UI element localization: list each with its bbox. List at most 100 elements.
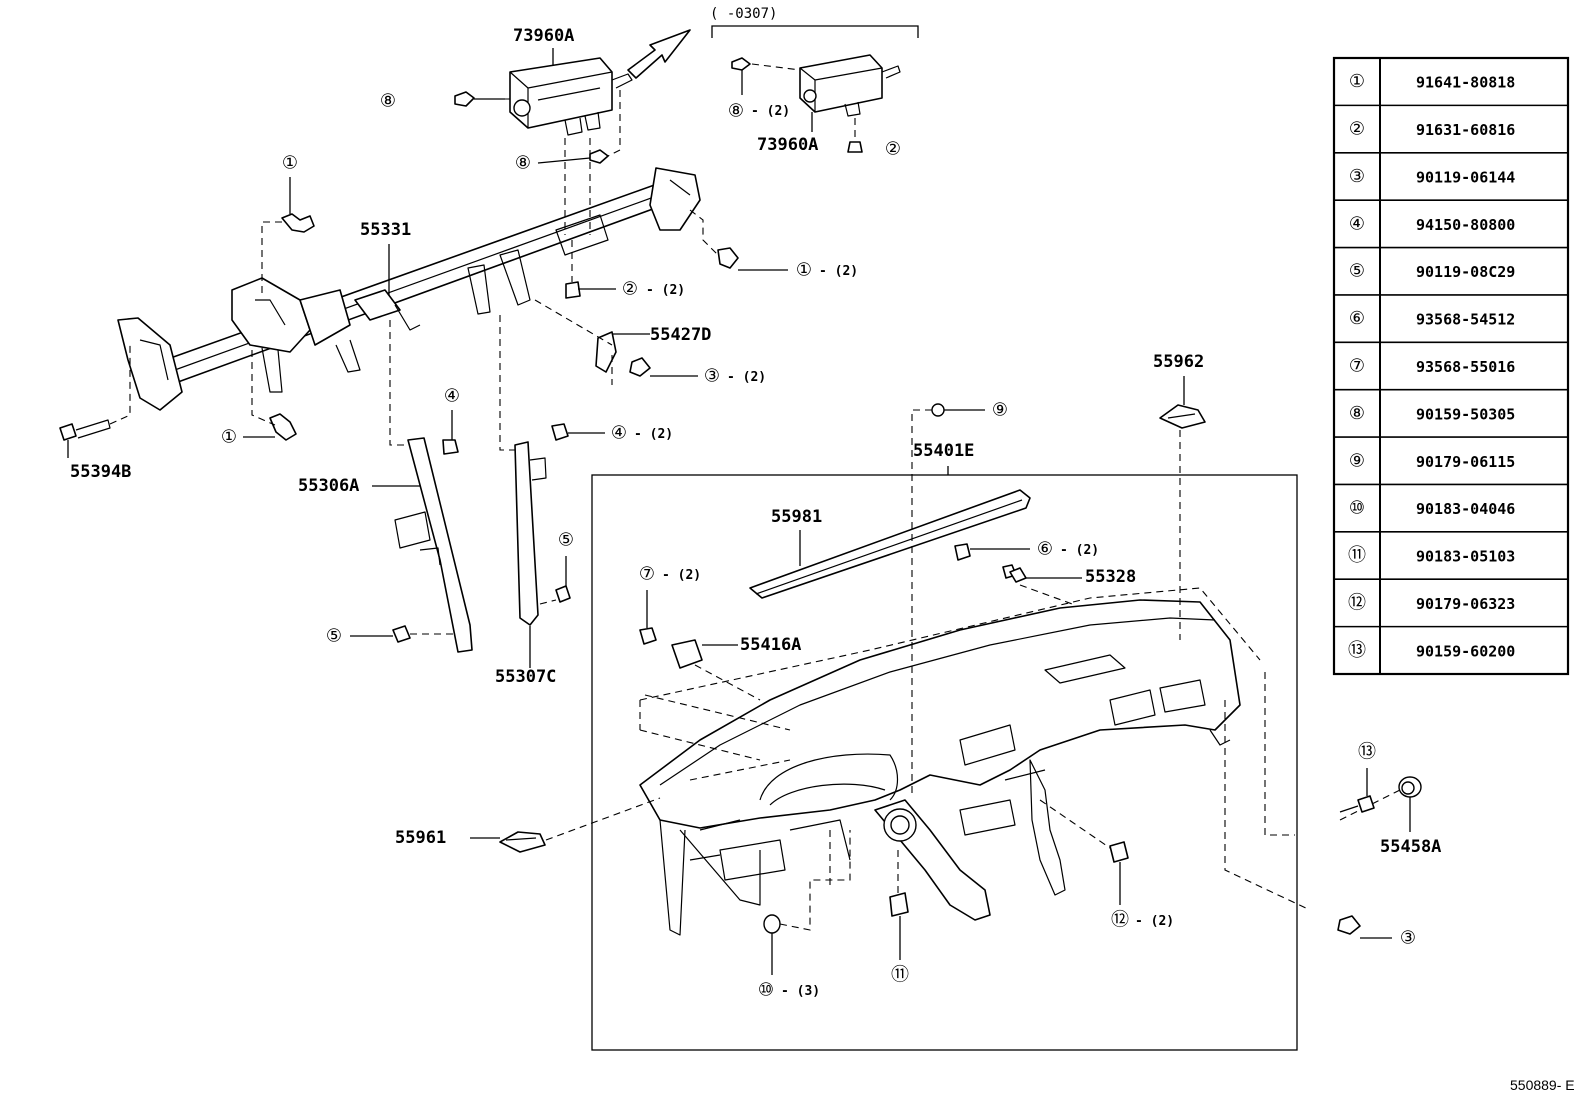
parts-table-no: ⑦ bbox=[1349, 356, 1365, 377]
callout-1-top: ① bbox=[282, 153, 298, 174]
callout-13: ⑬ bbox=[1358, 742, 1376, 763]
parts-table-no: ⑪ bbox=[1348, 545, 1366, 566]
callout-8-top: ⑧ bbox=[380, 91, 396, 112]
parts-table-part-number: 90159-60200 bbox=[1416, 642, 1515, 660]
instrument-panel-55401E bbox=[639, 599, 1241, 936]
part-label-55328: 55328 bbox=[1085, 567, 1136, 587]
parts-table-row: ⑫ 90179-06323 bbox=[1348, 592, 1515, 613]
parts-table-part-number: 90183-05103 bbox=[1416, 548, 1515, 566]
parts-table-part-number: 90159-50305 bbox=[1416, 405, 1515, 423]
parts-table-row: ① 91641-80818 bbox=[1349, 71, 1515, 92]
part-label-73960A-top: 73960A bbox=[513, 26, 574, 46]
callout-12: ⑫ bbox=[1111, 910, 1129, 931]
callout-5-right: ⑤ bbox=[558, 530, 574, 551]
parts-table-no: ④ bbox=[1349, 213, 1365, 234]
parts-table-no: ⑨ bbox=[1349, 450, 1365, 471]
part-label-55416A: 55416A bbox=[740, 635, 801, 655]
part-label-55981: 55981 bbox=[771, 507, 822, 527]
instrument-panel-reinforcement bbox=[117, 167, 701, 411]
qty-2-tube: - (2) bbox=[646, 283, 685, 298]
parts-table-no: ⑤ bbox=[1349, 261, 1365, 282]
callout-6: ⑥ bbox=[1037, 539, 1053, 560]
parts-table-part-number: 90119-08C29 bbox=[1416, 263, 1515, 281]
qty-3-upper: - (2) bbox=[727, 370, 766, 385]
parts-table-row: ⑥ 93568-54512 bbox=[1349, 308, 1515, 329]
parts-table-part-number: 93568-55016 bbox=[1416, 358, 1515, 376]
callout-8-mid: ⑧ bbox=[515, 153, 531, 174]
callout-2-tube: ② bbox=[622, 279, 638, 300]
callout-8-variant: ⑧ bbox=[728, 101, 744, 122]
register-73960A-variant bbox=[799, 54, 901, 117]
callout-5-left: ⑤ bbox=[326, 626, 342, 647]
callout-3-upper: ③ bbox=[704, 366, 720, 387]
parts-table-row: ⑧ 90159-50305 bbox=[1349, 403, 1515, 424]
cover-55962 bbox=[1159, 404, 1206, 429]
callout-1-right: ① bbox=[796, 260, 812, 281]
cover-55961 bbox=[499, 831, 546, 853]
parts-table-row: ⑪ 90183-05103 bbox=[1348, 545, 1515, 566]
callout-11: ⑪ bbox=[891, 965, 909, 986]
parts-table-row: ⑩ 90183-04046 bbox=[1349, 498, 1515, 519]
parts-table-no: ⑫ bbox=[1348, 592, 1366, 613]
view-direction-arrow bbox=[627, 29, 691, 79]
part-label-55961: 55961 bbox=[395, 828, 446, 848]
callout-2-variant: ② bbox=[885, 139, 901, 160]
callout-9: ⑨ bbox=[992, 400, 1008, 421]
parts-table-row: ② 91631-60816 bbox=[1349, 119, 1515, 140]
parts-table-part-number: 93568-54512 bbox=[1416, 311, 1515, 329]
part-label-55458A: 55458A bbox=[1380, 837, 1441, 857]
defroster-garnish-55981 bbox=[749, 489, 1031, 599]
parts-table-part-number: 90179-06115 bbox=[1416, 453, 1515, 471]
parts-table-no: ⑩ bbox=[1349, 498, 1365, 519]
qty-6: - (2) bbox=[1060, 543, 1099, 558]
part-label-55427D: 55427D bbox=[650, 325, 711, 345]
parts-table-no: ⑥ bbox=[1349, 308, 1365, 329]
callout-4-left: ④ bbox=[444, 386, 460, 407]
callout-1-lower: ① bbox=[221, 427, 237, 448]
part-label-55401E: 55401E bbox=[913, 441, 974, 461]
parts-table-no: ② bbox=[1349, 119, 1365, 140]
figure-reference: 550889- E bbox=[1510, 1077, 1575, 1093]
brace-55306A bbox=[394, 437, 473, 653]
part-label-55306A: 55306A bbox=[298, 476, 359, 496]
qty-12: - (2) bbox=[1135, 914, 1174, 929]
callout-10: ⑩ bbox=[758, 980, 774, 1001]
parts-table: ① 91641-80818 ② 91631-60816 ③ 90119-06144 ④ 941… bbox=[1332, 56, 1570, 676]
brace-55307C bbox=[514, 441, 547, 626]
parts-table-no: ⑬ bbox=[1348, 640, 1366, 661]
parts-table-part-number: 90119-06144 bbox=[1416, 168, 1515, 186]
parts-table-part-number: 91631-60816 bbox=[1416, 121, 1515, 139]
callout-4-right: ④ bbox=[611, 423, 627, 444]
qty-8-variant: - (2) bbox=[751, 104, 790, 119]
parts-table-no: ③ bbox=[1349, 166, 1365, 187]
variant-label: ( -0307) bbox=[710, 6, 777, 22]
parts-table-part-number: 91641-80818 bbox=[1416, 74, 1515, 92]
instrument-panel-group-frame bbox=[591, 474, 1298, 1051]
callout-7: ⑦ bbox=[639, 564, 655, 585]
parts-table-row: ⑦ 93568-55016 bbox=[1349, 356, 1515, 377]
callout-3-lower: ③ bbox=[1400, 928, 1416, 949]
parts-table-part-number: 94150-80800 bbox=[1416, 216, 1515, 234]
bolt-55394B bbox=[59, 423, 77, 441]
part-label-55331: 55331 bbox=[360, 220, 411, 240]
parts-table-row: ④ 94150-80800 bbox=[1349, 213, 1515, 234]
parts-table-row: ⑤ 90119-08C29 bbox=[1349, 261, 1515, 282]
qty-10: - (3) bbox=[781, 984, 820, 999]
variant-bracket bbox=[711, 25, 919, 38]
bracket-55427D bbox=[595, 331, 617, 373]
parts-table-row: ③ 90119-06144 bbox=[1349, 166, 1515, 187]
parts-table-no: ⑧ bbox=[1349, 403, 1365, 424]
bracket-55416A bbox=[671, 639, 703, 669]
qty-4-right: - (2) bbox=[634, 427, 673, 442]
parts-table-part-number: 90183-04046 bbox=[1416, 500, 1515, 518]
parts-table-part-number: 90179-06323 bbox=[1416, 595, 1515, 613]
qty-7: - (2) bbox=[662, 568, 701, 583]
part-label-55394B: 55394B bbox=[70, 462, 131, 482]
register-73960A bbox=[509, 57, 633, 136]
parts-table-frame bbox=[1332, 56, 1570, 676]
part-label-73960A-variant: 73960A bbox=[757, 135, 818, 155]
parts-table-no: ① bbox=[1349, 71, 1365, 92]
parts-table-row: ⑨ 90179-06115 bbox=[1349, 450, 1515, 471]
qty-1-right: - (2) bbox=[819, 264, 858, 279]
